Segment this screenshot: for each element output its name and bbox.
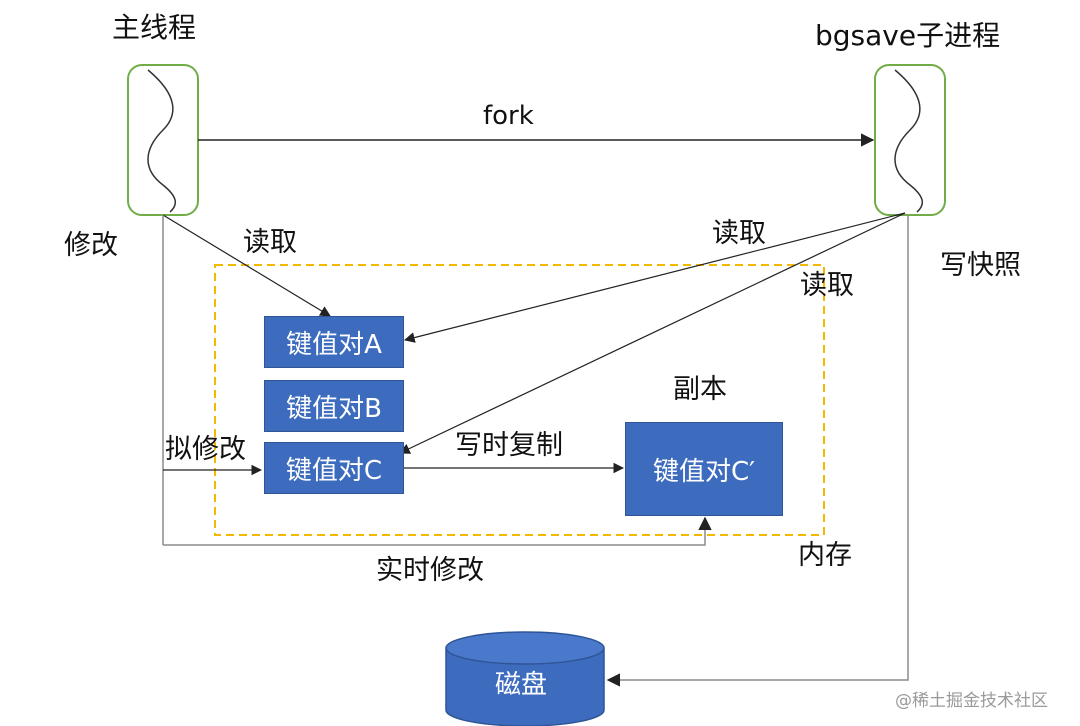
read-child-label-2: 读取 (800, 270, 854, 301)
realtime-modify-label: 实时修改 (376, 555, 484, 586)
write-snapshot-label: 写快照 (940, 250, 1021, 281)
disk-label: 磁盘 (495, 670, 548, 700)
copy-label: 副本 (673, 374, 727, 405)
modify-label: 修改 (64, 230, 118, 261)
copy-on-write-label: 写时复制 (455, 430, 563, 461)
main-thread-wave (147, 69, 177, 213)
bgsave-thread-box (874, 64, 946, 216)
realtime-modify-path (163, 516, 712, 546)
intend-modify-label: 拟修改 (165, 434, 246, 465)
child-read-arrow-a (403, 212, 906, 343)
child-read-arrow-c (399, 212, 906, 454)
bgsave-child-label: bgsave子进程 (815, 19, 1001, 52)
read-main-label: 读取 (243, 227, 297, 258)
disk-cylinder (445, 631, 605, 726)
kv-block-b: 键值对B (264, 380, 404, 432)
kv-block-c: 键值对C (264, 442, 404, 494)
bgsave-thread-wave (894, 69, 924, 213)
watermark-text: @稀土掘金技术社区 (895, 691, 1048, 711)
memory-region (214, 264, 825, 536)
write-snapshot-path (606, 215, 909, 687)
read-child-label-1: 读取 (712, 218, 766, 249)
kv-block-a: 键值对A (264, 316, 404, 368)
main-thread-label: 主线程 (112, 11, 197, 44)
kv-block-c-prime: 键值对C′ (625, 422, 783, 516)
main-thread-box (127, 64, 199, 216)
main-read-arrow (162, 214, 331, 317)
memory-label: 内存 (798, 540, 852, 571)
fork-label: fork (483, 101, 534, 131)
